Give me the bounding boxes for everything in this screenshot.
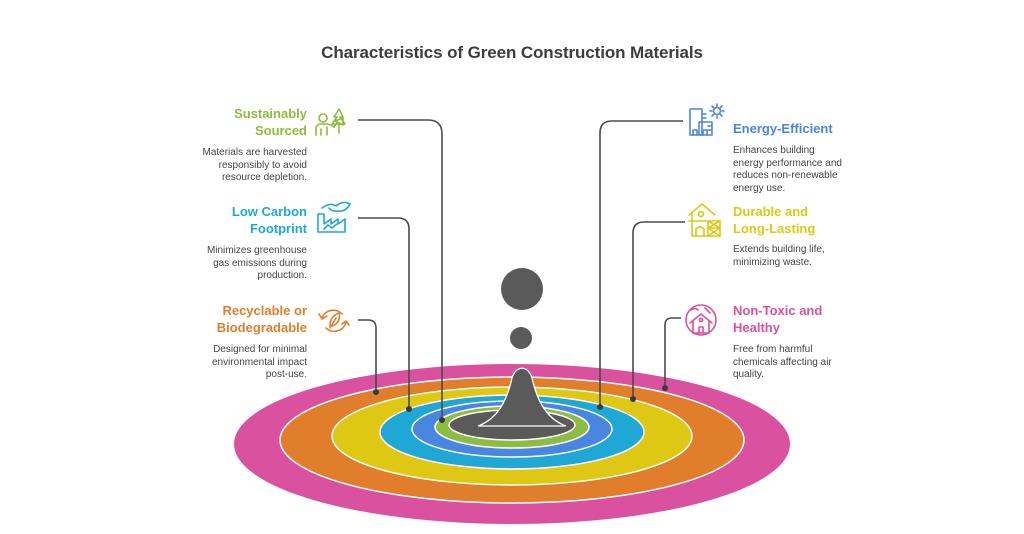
title-line: Biodegradable — [216, 320, 307, 335]
desc-line: environmental impact — [211, 356, 307, 368]
desc-line: post-use. — [265, 369, 307, 380]
desc-line: minimizing waste. — [733, 256, 812, 268]
item-title: Low Carbon Footprint — [232, 203, 307, 237]
title-line: Durable and — [733, 204, 809, 219]
title-line: Footprint — [249, 221, 307, 236]
item-title: Recyclable or Biodegradable — [217, 302, 307, 336]
house-circle-icon — [685, 304, 717, 336]
desc-line: energy performance and — [733, 157, 842, 169]
item-title: Non-Toxic and Healthy — [733, 302, 822, 336]
desc-line: resource depletion. — [221, 172, 307, 183]
item-description: Minimizes greenhouse gas emissions durin… — [207, 245, 307, 283]
title-line: Low Carbon — [231, 204, 307, 219]
ripple-rings — [234, 364, 790, 524]
title-line: Non-Toxic and — [733, 303, 823, 318]
title-line: Long-Lasting — [733, 221, 816, 236]
item-description: Designed for minimal environmental impac… — [212, 344, 307, 382]
desc-line: quality. — [733, 369, 764, 380]
connector-low-carbon — [358, 217, 410, 409]
desc-line: Free from harmful — [733, 344, 813, 355]
connector-energy-efficient — [599, 120, 683, 407]
item-description: Materials are harvested responsibly to a… — [203, 147, 308, 185]
desc-line: Extends building life, — [733, 244, 825, 255]
item-title: Durable and Long-Lasting — [733, 203, 815, 237]
desc-line: energy use. — [733, 182, 786, 194]
connector-recyclable — [358, 319, 377, 392]
item-description: Extends building life, minimizing waste. — [733, 244, 825, 269]
title-line: Healthy — [733, 320, 780, 335]
desc-line: Materials are harvested — [202, 147, 308, 158]
title-line: Sustainably — [234, 106, 307, 121]
item-description: Free from harmful chemicals affecting ai… — [733, 344, 832, 382]
desc-line: gas emissions during — [213, 257, 307, 269]
item-title: Energy-Efficient — [733, 120, 833, 137]
person-tree-icon — [315, 108, 346, 136]
title-line: Sourced — [254, 123, 307, 138]
desc-line: reduces non-renewable — [733, 170, 838, 181]
recycle-leaf-icon — [318, 309, 350, 333]
desc-line: Enhances building — [733, 145, 815, 156]
item-title: Sustainably Sourced — [234, 105, 307, 139]
title-line: Recyclable or — [222, 303, 307, 318]
desc-line: production. — [257, 270, 307, 281]
title-line: Energy-Efficient — [733, 121, 833, 136]
connector-sustainably-sourced — [358, 119, 443, 420]
connector-dots — [373, 385, 668, 423]
desc-line: Designed for minimal — [213, 344, 307, 355]
building-sun-icon — [689, 103, 725, 136]
item-description: Enhances building energy performance and… — [733, 145, 842, 195]
factory-leaf-icon — [317, 201, 351, 233]
droplet-small — [510, 327, 532, 349]
connector-durable — [632, 221, 685, 399]
splash-peak — [477, 367, 567, 427]
droplet-large — [501, 268, 543, 310]
diagram-title: Characteristics of Green Construction Ma… — [321, 43, 703, 62]
desc-line: responsibly to avoid — [218, 159, 307, 171]
connector-non-toxic — [664, 317, 681, 388]
house-scaffold-icon — [688, 203, 721, 237]
desc-line: chemicals affecting air — [733, 356, 832, 368]
connectors — [358, 119, 685, 420]
desc-line: Minimizes greenhouse — [206, 245, 307, 256]
